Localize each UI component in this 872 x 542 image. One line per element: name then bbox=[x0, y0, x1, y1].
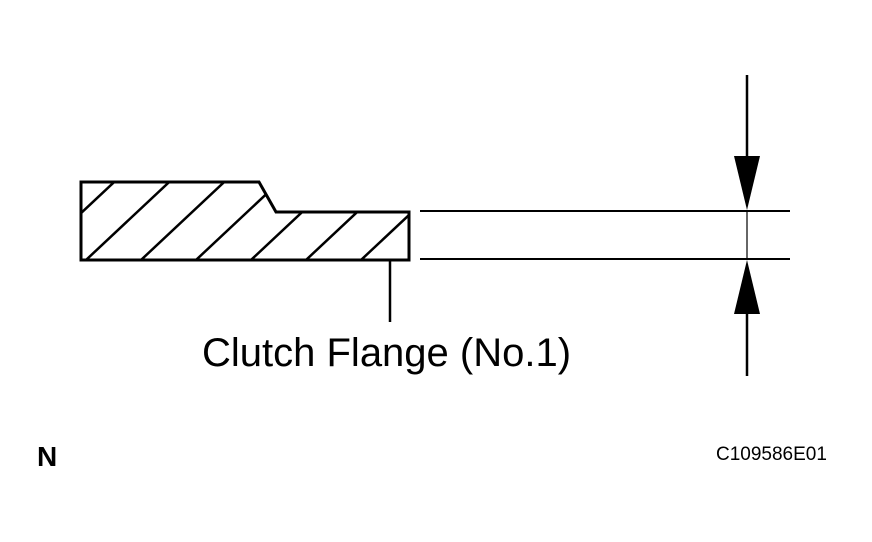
arrow-up-icon bbox=[734, 260, 760, 314]
flange-cross-section bbox=[79, 180, 411, 262]
part-label: Clutch Flange (No.1) bbox=[202, 331, 571, 375]
figure-code: C109586E01 bbox=[716, 444, 827, 465]
flange-outline bbox=[79, 180, 411, 262]
arrow-down-icon bbox=[734, 156, 760, 210]
corner-letter: N bbox=[37, 441, 57, 472]
section-hatching bbox=[81, 182, 409, 260]
thickness-dimension bbox=[734, 75, 760, 376]
